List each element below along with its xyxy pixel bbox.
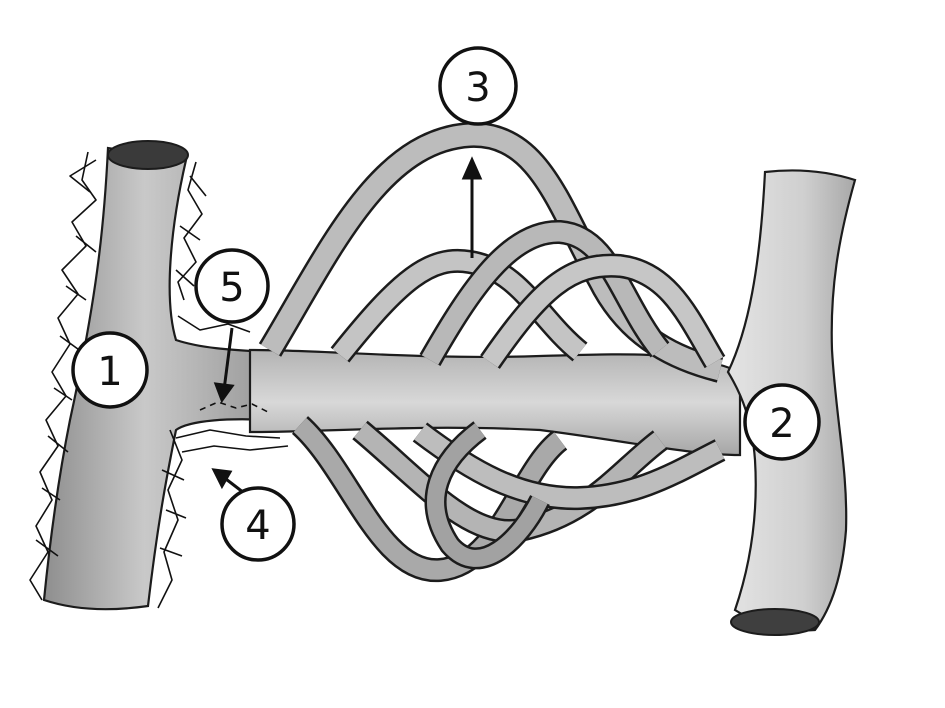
arrow-3-head xyxy=(461,156,483,180)
label-3-text: 3 xyxy=(465,65,490,111)
arrow-from-label-5 xyxy=(222,327,234,391)
lower-capillary-loops xyxy=(291,416,726,583)
label-5-text: 5 xyxy=(219,265,244,311)
arrow-4-head xyxy=(211,468,233,490)
label-2: 2 xyxy=(743,383,821,461)
label-1: 1 xyxy=(71,331,149,409)
label-5: 5 xyxy=(194,248,270,324)
label-3: 3 xyxy=(438,46,518,126)
fiber-network xyxy=(29,151,289,609)
vessel-1-opening xyxy=(107,140,189,170)
label-1-text: 1 xyxy=(97,349,122,395)
label-4: 4 xyxy=(220,486,296,562)
vessel-1 xyxy=(42,140,270,611)
upper-capillary-loops xyxy=(258,121,726,383)
vessel-2-opening xyxy=(730,608,820,636)
label-4-text: 4 xyxy=(245,503,270,549)
arrow-5-head xyxy=(213,382,235,404)
label-2-text: 2 xyxy=(769,401,794,447)
